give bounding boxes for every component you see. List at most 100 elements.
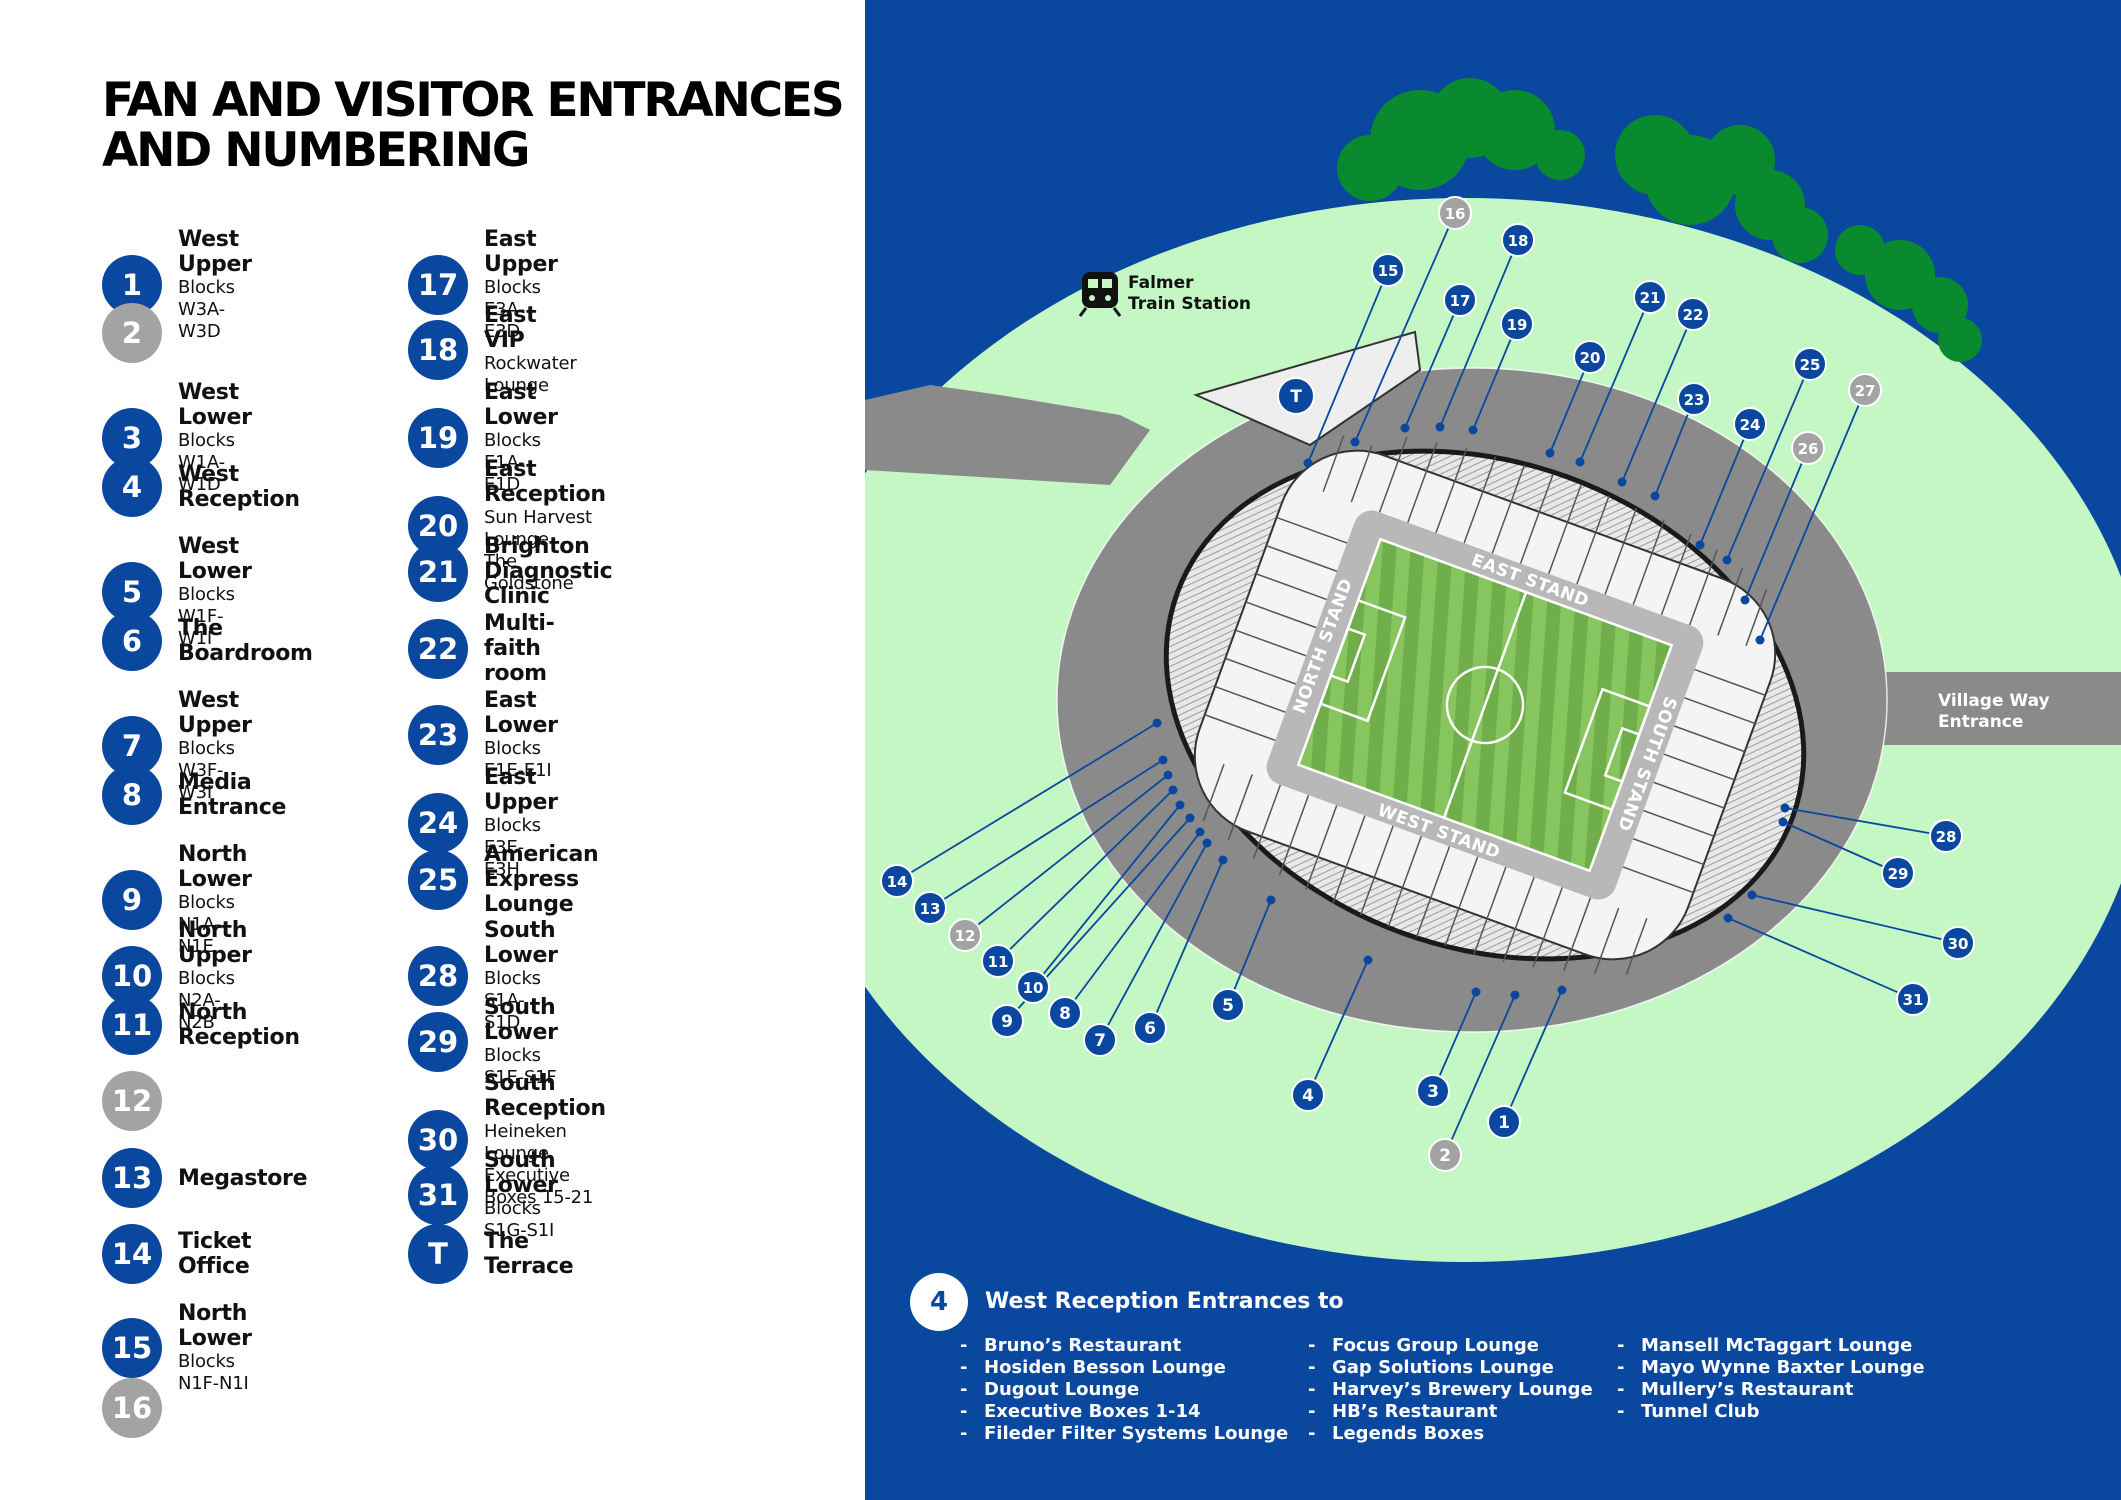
legend-label: East Lower (484, 380, 558, 430)
legend-panel: FAN AND VISITOR ENTRANCES AND NUMBERING … (0, 0, 865, 1500)
leader-line-11 (997, 789, 1174, 962)
map-badge-18[interactable]: 18 (1501, 223, 1535, 257)
legend-badge-8: 8 (102, 765, 162, 825)
map-badge-24[interactable]: 24 (1733, 407, 1767, 441)
legend-label: South Lower (484, 995, 558, 1045)
leader-line-10 (1032, 804, 1181, 988)
map-badge-2[interactable]: 2 (1428, 1138, 1462, 1172)
map-badge-29[interactable]: 29 (1881, 856, 1915, 890)
leader-line-6 (1149, 859, 1224, 1029)
west-reception-item: -Focus Group Lounge (1308, 1335, 1539, 1356)
map-badge-12[interactable]: 12 (948, 918, 982, 952)
leader-line-14 (896, 722, 1158, 882)
legend-sublabel: Blocks W3A-W3D (178, 277, 235, 342)
legend-badge-T: T (408, 1224, 468, 1284)
leader-line-24 (1699, 423, 1751, 546)
legend-label: Media Entrance (178, 770, 287, 820)
map-badge-11[interactable]: 11 (981, 944, 1015, 978)
map-badge-13[interactable]: 13 (913, 891, 947, 925)
legend-sublabel: Blocks E3E-E3H (484, 815, 541, 880)
map-badge-19[interactable]: 19 (1500, 307, 1534, 341)
legend-item-2: 2 (102, 303, 162, 363)
leader-line-16 (1354, 212, 1456, 443)
map-badge-25[interactable]: 25 (1793, 347, 1827, 381)
leader-line-21 (1579, 296, 1651, 463)
legend-sublabel: Blocks S1A-S1D (484, 968, 541, 1033)
map-badge-6[interactable]: 6 (1133, 1011, 1167, 1045)
legend-badge-15: 15 (102, 1318, 162, 1378)
anchor-dot-21 (1575, 457, 1585, 467)
map-badge-17[interactable]: 17 (1443, 283, 1477, 317)
map-badge-7[interactable]: 7 (1083, 1023, 1117, 1057)
legend-badge-17: 17 (408, 255, 468, 315)
pitch-markings (1296, 537, 1674, 873)
svg-text:16: 16 (1445, 205, 1466, 223)
map-badge-5[interactable]: 5 (1211, 988, 1245, 1022)
legend-label: East Upper (484, 227, 558, 277)
legend-label: North Reception (178, 1000, 300, 1050)
anchor-dot-28 (1780, 803, 1790, 813)
map-badge-1[interactable]: 1 (1487, 1105, 1521, 1139)
map-badge-21[interactable]: 21 (1633, 280, 1667, 314)
west-reception-item: -Dugout Lounge (960, 1379, 1140, 1400)
anchor-dot-30 (1747, 890, 1757, 900)
legend-sublabel: Blocks E1E-E1I (484, 738, 552, 781)
train-station-label: Falmer Train Station (1128, 273, 1251, 314)
anchor-dot-2 (1510, 990, 1520, 1000)
anchor-dot-19 (1468, 425, 1478, 435)
map-badge-9[interactable]: 9 (990, 1004, 1024, 1038)
map-badge-28[interactable]: 28 (1929, 819, 1963, 853)
svg-text:27: 27 (1855, 382, 1876, 400)
legend-sublabel: Blocks W1A-W1D (178, 430, 235, 495)
leader-line-27 (1759, 389, 1866, 641)
west-reception-list-1: -Bruno’s Restaurant-Hosiden Besson Loung… (960, 1335, 1288, 1445)
map-badge-30[interactable]: 30 (1941, 926, 1975, 960)
west-reception-badge: 4 (910, 1273, 968, 1331)
west-reception-item: -Hosiden Besson Lounge (960, 1357, 1226, 1378)
leader-line-12 (964, 774, 1169, 936)
terrace-badge[interactable]: T (1277, 377, 1315, 415)
west-reception-item: -Mayo Wynne Baxter Lounge (1617, 1357, 1925, 1378)
map-badge-4[interactable]: 4 (1291, 1078, 1325, 1112)
map-badge-14[interactable]: 14 (880, 864, 914, 898)
leader-line-3 (1432, 991, 1477, 1092)
svg-text:11: 11 (988, 953, 1009, 971)
map-badge-22[interactable]: 22 (1676, 297, 1710, 331)
anchor-dot-11 (1168, 785, 1178, 795)
anchor-dot-14 (1152, 718, 1162, 728)
svg-text:28: 28 (1936, 828, 1957, 846)
page-title: FAN AND VISITOR ENTRANCES AND NUMBERING (102, 73, 845, 178)
map-badge-23[interactable]: 23 (1677, 382, 1711, 416)
legend-badge-24: 24 (408, 793, 468, 853)
legend-badge-11: 11 (102, 995, 162, 1055)
stand-seats (1202, 435, 1768, 975)
train-icon (1078, 272, 1122, 317)
west-reception-item: -Mullery’s Restaurant (1617, 1379, 1854, 1400)
west-reception-item: -Fileder Filter Systems Lounge (960, 1423, 1289, 1444)
map-badge-26[interactable]: 26 (1791, 431, 1825, 465)
legend-sublabel: Rockwater Lounge (484, 353, 577, 396)
village-way-label: Village Way Entrance (1938, 691, 2056, 732)
map-badge-15[interactable]: 15 (1371, 253, 1405, 287)
leader-line-25 (1726, 363, 1811, 561)
west-reception-item: -Bruno’s Restaurant (960, 1335, 1182, 1356)
map-badge-8[interactable]: 8 (1048, 996, 1082, 1030)
map-badge-10[interactable]: 10 (1016, 970, 1050, 1004)
anchor-dot-18 (1435, 422, 1445, 432)
map-badge-27[interactable]: 27 (1848, 373, 1882, 407)
anchor-dot-17 (1400, 423, 1410, 433)
legend-sublabel: Blocks E3A-E3D (484, 277, 541, 342)
legend-badge-29: 29 (408, 1012, 468, 1072)
svg-text:24: 24 (1740, 416, 1761, 434)
map-badge-3[interactable]: 3 (1416, 1074, 1450, 1108)
legend-label: The Boardroom (178, 616, 313, 666)
map-badge-31[interactable]: 31 (1896, 982, 1930, 1016)
map-badge-20[interactable]: 20 (1573, 340, 1607, 374)
anchor-dot-13 (1158, 755, 1168, 765)
map-badge-16[interactable]: 16 (1438, 196, 1472, 230)
